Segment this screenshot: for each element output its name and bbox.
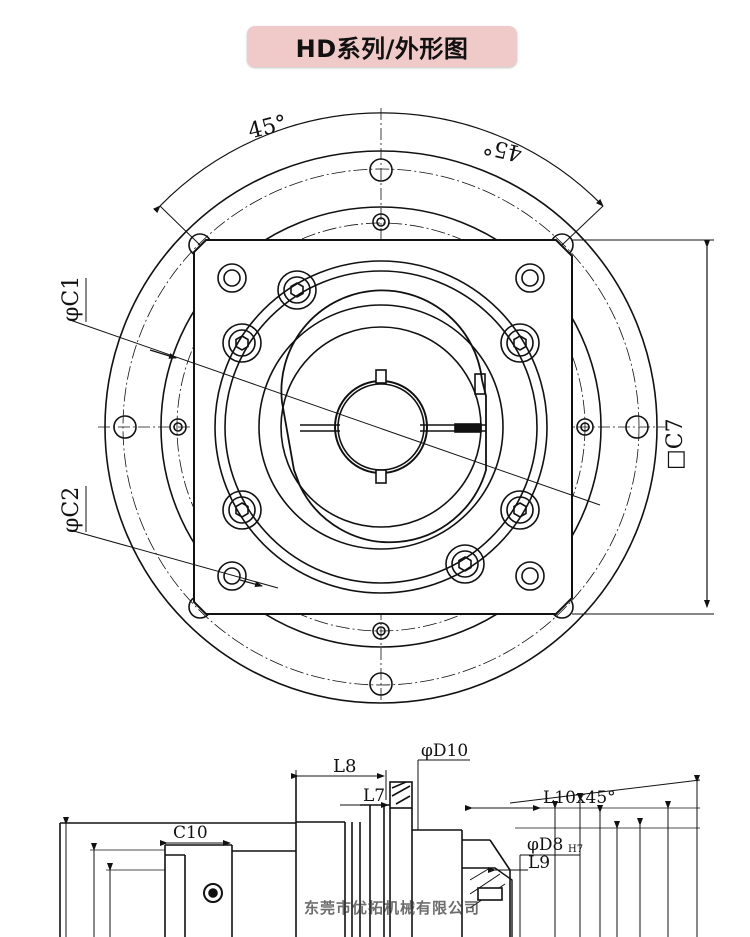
collar-section bbox=[389, 781, 413, 809]
corner-hole-tr-in bbox=[521, 269, 539, 287]
dim-l10-label: L10x45° bbox=[543, 788, 616, 808]
dim-c2-label: φC2 bbox=[59, 487, 84, 533]
clamp-collar bbox=[280, 289, 487, 544]
corner-hole-bl bbox=[217, 561, 247, 591]
ring-hole-bottom bbox=[372, 622, 390, 640]
ring-hole-top bbox=[372, 213, 390, 231]
corner-hole-br bbox=[515, 561, 545, 591]
outer-hole-top bbox=[369, 158, 393, 182]
angle-right-label: 45° bbox=[481, 133, 525, 166]
ring-hole-right bbox=[576, 418, 594, 436]
dim-c7-label: □C7 bbox=[663, 418, 688, 470]
ring-hole-right-in bbox=[580, 422, 590, 432]
dim-d10-label: φD10 bbox=[421, 741, 468, 761]
c2-leader-line bbox=[69, 529, 279, 589]
outer-hole-left bbox=[113, 415, 137, 439]
socket-screws bbox=[222, 270, 540, 584]
ring-hole-top-in bbox=[376, 217, 386, 227]
housing-circle bbox=[214, 260, 548, 594]
corner-hole-br-in bbox=[521, 567, 539, 585]
c1-leader-line bbox=[69, 319, 601, 506]
title-badge: HD系列/外形图 bbox=[247, 26, 517, 67]
ring-hole-bottom-in bbox=[376, 626, 386, 636]
bearing-circle bbox=[258, 304, 504, 550]
angle-left-label: 45° bbox=[246, 111, 290, 145]
dim-d8-label: φD8 bbox=[527, 835, 563, 855]
inner-hatch bbox=[462, 867, 513, 937]
dim-l9-label: L9 bbox=[528, 853, 550, 873]
corner-hole-tr bbox=[515, 263, 545, 293]
outer-hole-bottom bbox=[369, 672, 393, 696]
ring-hole-left bbox=[169, 418, 187, 436]
angle-arc bbox=[152, 112, 604, 214]
dim-c10-label: C10 bbox=[173, 823, 208, 843]
clamp-slot-right-block bbox=[454, 423, 482, 433]
ring-hole-left-in bbox=[173, 422, 183, 432]
corner-hole-tl-in bbox=[223, 269, 241, 287]
keyway-bottom bbox=[375, 469, 387, 484]
inner-ring-pitch bbox=[176, 222, 586, 632]
corner-hole-tl bbox=[217, 263, 247, 293]
top-view bbox=[69, 108, 714, 704]
company-watermark: 东莞市优拓机械有限公司 bbox=[304, 899, 481, 917]
angle-ext-right bbox=[561, 205, 604, 246]
keyway-top bbox=[375, 369, 387, 384]
housing-circle-inner bbox=[224, 270, 538, 584]
dim-d8-tolerance: H7 bbox=[568, 844, 583, 855]
dim-l7-label: L7 bbox=[363, 786, 385, 806]
side-screw bbox=[203, 883, 223, 903]
corner-hole-bl-in bbox=[223, 567, 241, 585]
side-view bbox=[59, 759, 701, 937]
outer-flange-circle bbox=[104, 150, 658, 704]
page-title: HD系列/外形图 bbox=[295, 35, 469, 63]
collar-key-top bbox=[474, 373, 486, 395]
dim-c1-label: φC1 bbox=[59, 276, 84, 322]
dim-l8-label: L8 bbox=[333, 756, 356, 777]
outer-hole-right bbox=[625, 415, 649, 439]
square-plate bbox=[193, 239, 573, 615]
bolt-pitch-circle bbox=[122, 168, 640, 686]
angle-ext-left bbox=[159, 205, 201, 246]
